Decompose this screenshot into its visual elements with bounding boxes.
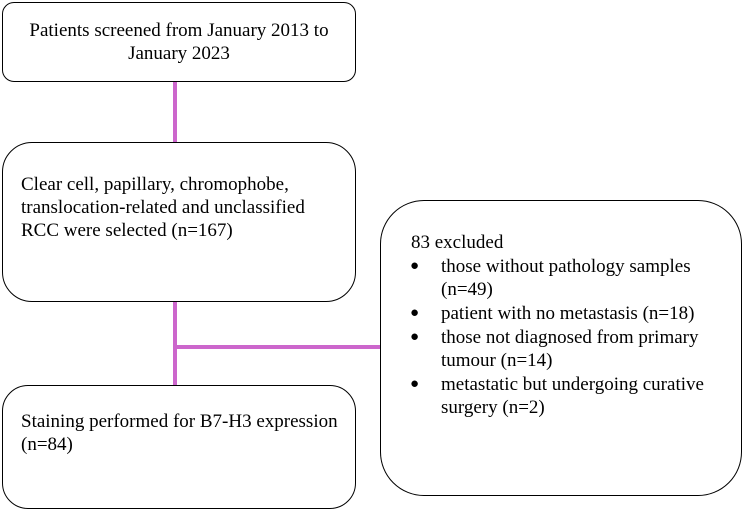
connector-screened-to-selected <box>173 82 177 142</box>
excluded-item: ● those not diagnosed from primary tumou… <box>410 326 729 372</box>
bullet-icon: ● <box>410 305 420 321</box>
bullet-icon: ● <box>410 376 420 392</box>
box-excluded: 83 excluded ● those without pathology sa… <box>380 200 742 496</box>
excluded-list: ● those without pathology samples (n=49)… <box>410 255 729 419</box>
stained-count: (n=84) <box>21 434 73 455</box>
screened-text: Patients screened from January 2013 to J… <box>29 20 329 64</box>
box-patients-screened: Patients screened from January 2013 to J… <box>2 2 356 82</box>
excluded-title: 83 excluded <box>411 232 504 253</box>
excluded-item-text: metastatic but undergoing curative surge… <box>441 374 704 418</box>
connector-selected-to-stained <box>173 302 177 385</box>
excluded-item: ● those without pathology samples (n=49) <box>410 255 729 301</box>
selected-text: Clear cell, papillary, chromophobe, tran… <box>21 174 305 241</box>
excluded-item-text: patient with no metastasis (n=18) <box>441 303 695 324</box>
box-rcc-selected: Clear cell, papillary, chromophobe, tran… <box>2 142 356 302</box>
excluded-item-text: those not diagnosed from primary tumour … <box>441 327 699 371</box>
bullet-icon: ● <box>410 329 420 345</box>
connector-to-excluded <box>173 345 381 349</box>
stained-text: Staining performed for B7-H3 expression <box>21 411 338 432</box>
excluded-item: ● metastatic but undergoing curative sur… <box>410 373 729 419</box>
bullet-icon: ● <box>410 258 420 274</box>
excluded-item-text: those without pathology samples (n=49) <box>441 256 691 300</box>
box-staining-performed: Staining performed for B7-H3 expression … <box>2 385 356 509</box>
excluded-item: ● patient with no metastasis (n=18) <box>410 302 729 325</box>
